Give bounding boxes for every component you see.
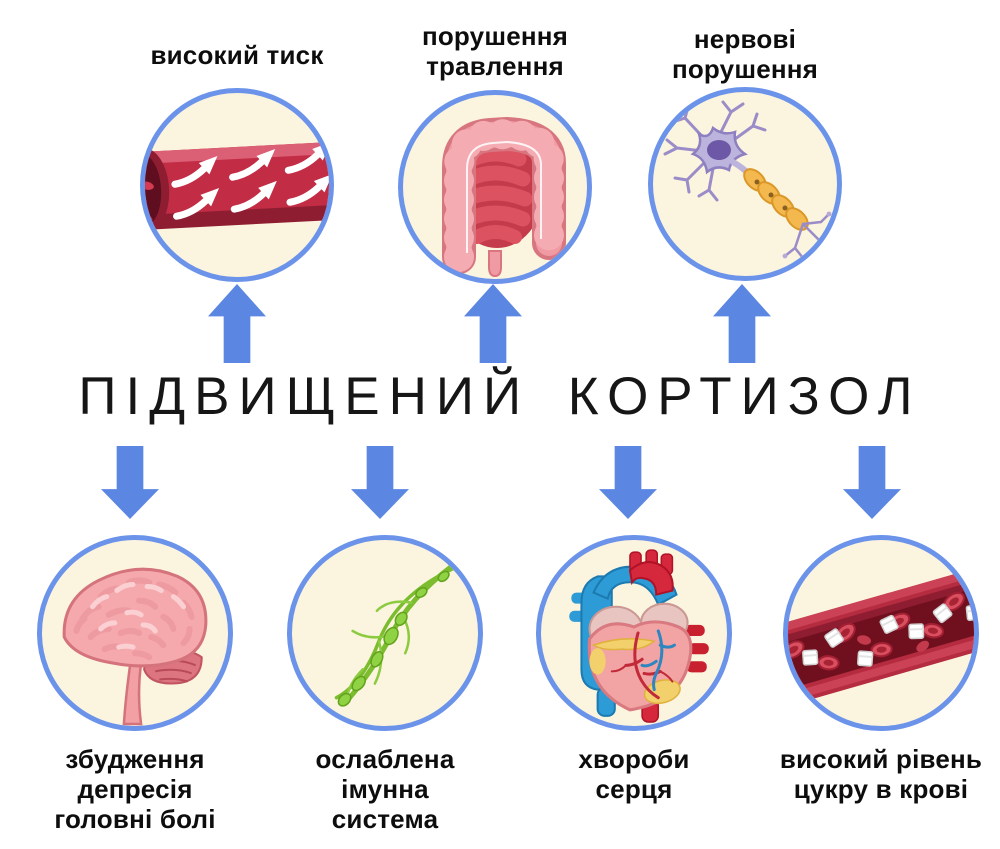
- blood-vessel-sugar-icon: [788, 558, 974, 712]
- label-agitation-depression-headaches: збудження депресія головні болі: [54, 744, 216, 834]
- label-high-blood-sugar: високий рівень цукру в крові: [779, 744, 983, 804]
- circle-blood-sugar: [783, 535, 979, 731]
- heart-icon: [569, 549, 709, 723]
- arrow-down-sugar: [843, 446, 901, 519]
- circle-heart: [536, 535, 732, 731]
- arrow-down-heart: [599, 446, 657, 519]
- intestines-icon: [442, 117, 566, 278]
- neuron-icon: [663, 100, 832, 261]
- circle-high-pressure: [140, 88, 334, 282]
- blood-vessel-pressure-icon: [145, 139, 329, 232]
- arrow-up-nervous: [713, 284, 771, 363]
- arrow-up-high-pressure: [208, 284, 266, 363]
- lymph-vessels-icon: [334, 563, 456, 707]
- arrow-down-brain: [101, 446, 159, 519]
- circle-digestive: [398, 90, 592, 284]
- arrow-up-digestive: [464, 284, 522, 363]
- label-high-pressure: високий тиск: [150, 40, 324, 70]
- arrow-down-immune: [351, 446, 409, 519]
- main-title: ПІДВИЩЕНИЙ КОРТИЗОЛ: [78, 367, 922, 426]
- circle-immune: [287, 535, 483, 731]
- brain-icon: [62, 567, 208, 726]
- label-weakened-immune-system: ослаблена імунна система: [315, 744, 455, 834]
- label-heart-diseases: хвороби серця: [578, 744, 690, 804]
- circle-nervous: [648, 87, 842, 281]
- circle-brain: [37, 535, 233, 731]
- label-digestive-disorders: порушення травлення: [421, 21, 569, 81]
- label-nervous-disorders: нервові порушення: [671, 24, 819, 84]
